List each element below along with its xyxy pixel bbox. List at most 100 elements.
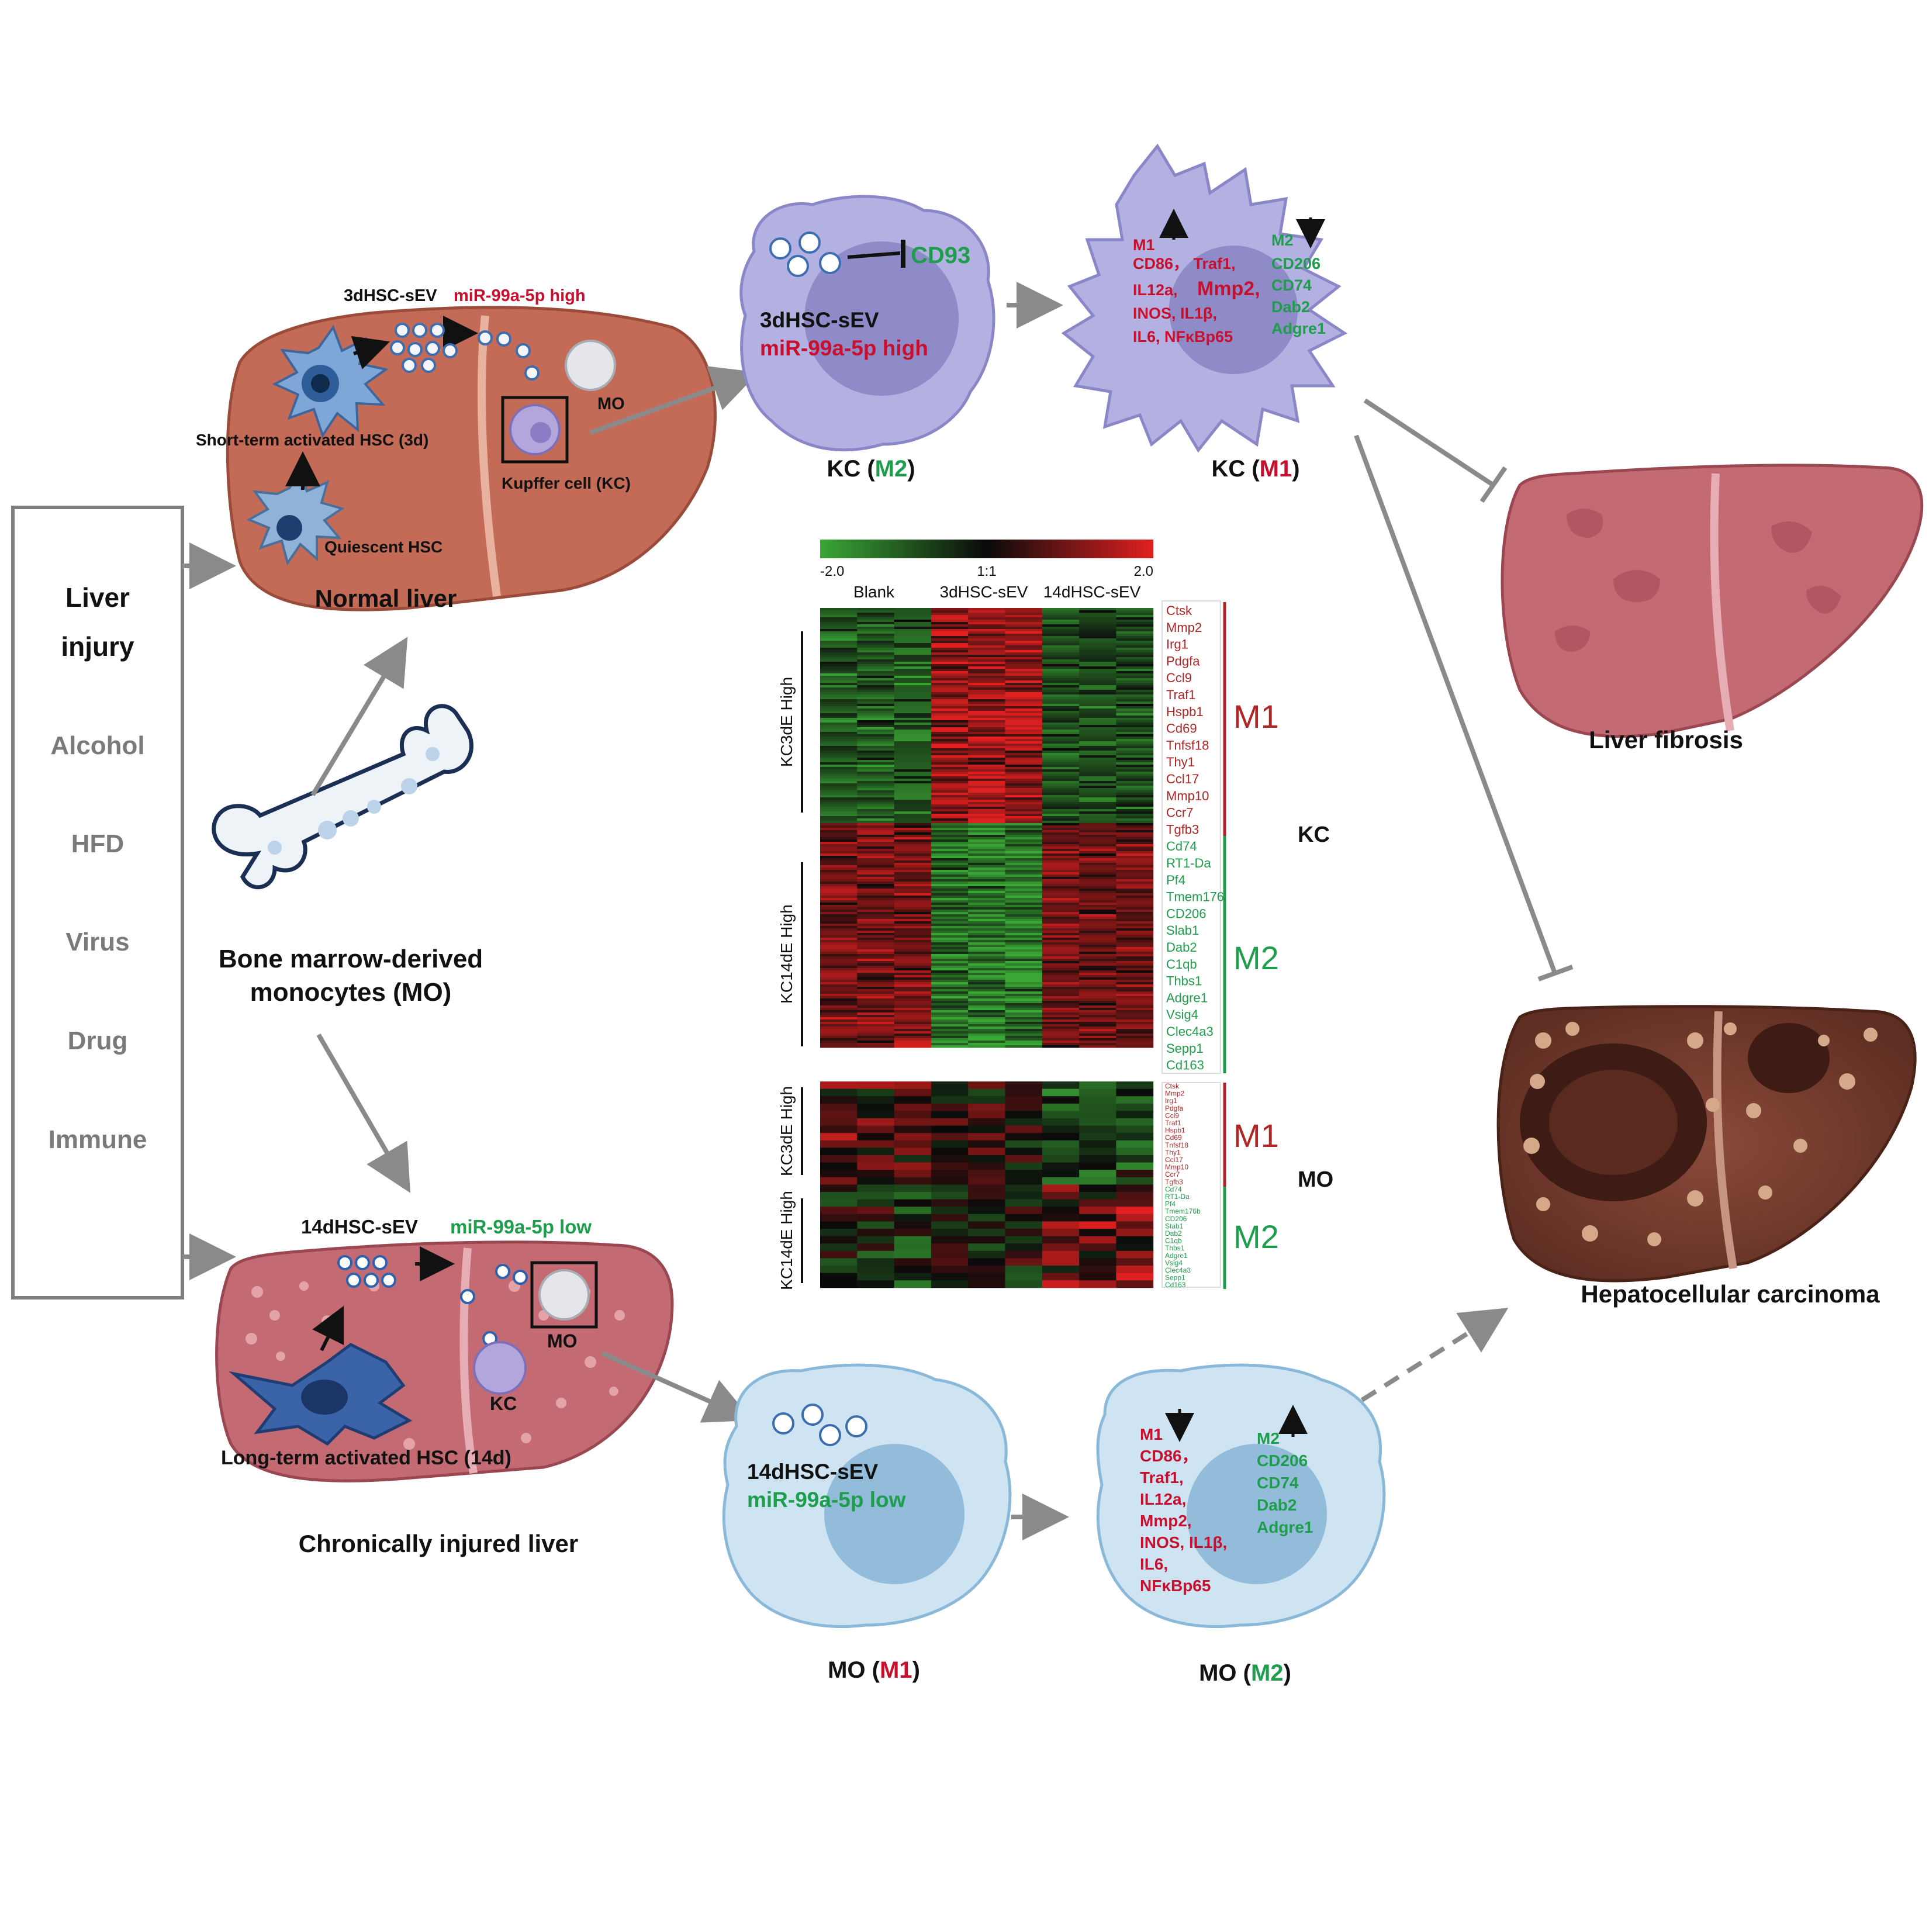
- kc-heatmap-cell: [894, 870, 932, 873]
- kc-heatmap-cell: [968, 884, 1005, 887]
- normal-sev-mirna: miR-99a-5p high: [454, 286, 586, 305]
- kc-m2-cd93: CD93: [911, 243, 970, 268]
- kc-heatmap-cell: [820, 1005, 858, 1008]
- kc-heatmap-cell: [820, 620, 858, 623]
- kc-heatmap-cell: [1116, 994, 1154, 997]
- mo-heatmap-cell: [894, 1236, 932, 1244]
- injured-mo-cell-icon: [538, 1269, 590, 1321]
- kc-heatmap-cell: [820, 655, 858, 658]
- kc-heatmap-cell: [1116, 781, 1154, 784]
- kc-heatmap-cell: [1116, 980, 1154, 983]
- kc-heatmap-cell: [1079, 793, 1116, 796]
- kc-heatmap-cell: [1079, 734, 1116, 737]
- kc-heatmap-cell: [1079, 952, 1116, 955]
- mo-group-m2-label: M2: [1233, 1218, 1279, 1255]
- kc-heatmap-cell: [857, 914, 895, 917]
- kc-heatmap-cell: [1116, 678, 1154, 681]
- kc-heatmap-cell: [1079, 903, 1116, 905]
- mo-heatmap-cell: [931, 1192, 969, 1200]
- kc-heatmap-cell: [968, 678, 1005, 681]
- kc-heatmap-cell: [894, 664, 932, 667]
- kc-heatmap-cell: [1005, 1019, 1043, 1022]
- kc-heatmap-cell: [1079, 872, 1116, 875]
- kc-heatmap-cell: [820, 758, 858, 761]
- kc-heatmap-cell: [931, 998, 969, 1001]
- kc-heatmap-cell: [857, 751, 895, 754]
- kc-heatmap-cell: [1079, 818, 1116, 821]
- kc-heatmap-cell: [820, 963, 858, 966]
- kc-heatmap-cell: [931, 662, 969, 665]
- kc-heatmap-cell: [1005, 701, 1043, 704]
- kc-heatmap-cell: [931, 868, 969, 870]
- kc-heatmap-cell: [931, 753, 969, 756]
- kc-heatmap-cell: [1005, 823, 1043, 826]
- kc-heatmap-cell: [820, 788, 858, 791]
- kc-heatmap-cell: [1042, 788, 1080, 791]
- mo-heatmap-cell: [1079, 1221, 1116, 1229]
- hcc-nodules: [1523, 1022, 1878, 1246]
- kc-heatmap-cell: [931, 730, 969, 732]
- kc-heatmap-cell: [894, 762, 932, 765]
- kc-heatmap-cell: [1079, 982, 1116, 985]
- kc-heatmap-cell: [968, 793, 1005, 796]
- kc-heatmap-cell: [1005, 802, 1043, 805]
- kc-heatmap-cell: [1079, 631, 1116, 634]
- kc-heatmap-cell: [1042, 762, 1080, 765]
- kc-heatmap-cell: [1005, 828, 1043, 831]
- kc-heatmap-cell: [820, 797, 858, 800]
- kc-heatmap-cell: [968, 910, 1005, 913]
- kc-m2-mirna: miR-99a-5p high: [760, 336, 928, 360]
- kc-heatmap-cell: [1116, 624, 1154, 627]
- kc-heatmap-cell: [1079, 942, 1116, 945]
- kc-heatmap-cell: [1079, 652, 1116, 655]
- kc-heatmap-cell: [931, 814, 969, 817]
- mo-heatmap-cell: [857, 1133, 895, 1141]
- kc-heatmap-cell: [1042, 893, 1080, 896]
- kc-heatmap-cell: [894, 680, 932, 683]
- kc-heatmap-cell: [931, 634, 969, 637]
- kc-heatmap-cell: [1042, 622, 1080, 625]
- mo-heatmap-cell: [1042, 1162, 1080, 1170]
- kc-heatmap-cell: [820, 781, 858, 784]
- kc-heatmap-cell: [931, 769, 969, 772]
- kc-heatmap-cell: [1005, 821, 1043, 824]
- kc-heatmap-cell: [1005, 690, 1043, 693]
- kc-heatmap-cell: [1116, 882, 1154, 884]
- kc-heatmap-cell: [857, 1031, 895, 1034]
- kc-heatmap-cell: [1005, 849, 1043, 852]
- mo-gene-m1: Ccr7: [1165, 1170, 1180, 1178]
- kc-heatmap-cell: [1005, 734, 1043, 737]
- kc-heatmap-cell: [931, 858, 969, 861]
- kc-heatmap-cell: [1005, 720, 1043, 723]
- mo-heatmap-cell: [1116, 1214, 1154, 1222]
- mo-heatmap-cell: [894, 1162, 932, 1170]
- kc-heatmap-cell: [968, 683, 1005, 686]
- kc-heatmap-cell: [820, 723, 858, 725]
- mo-heatmap-cell: [894, 1229, 932, 1237]
- kc-heatmap-cell: [1116, 753, 1154, 756]
- mo-heatmap-cell: [1042, 1140, 1080, 1148]
- kc-heatmap-cell: [1042, 634, 1080, 637]
- kc-heatmap-cell: [1116, 727, 1154, 730]
- kc-heatmap-cell: [820, 657, 858, 660]
- kc-m1-line-0: CD86， Traf1,: [1133, 255, 1236, 272]
- kc-heatmap-cell: [1116, 739, 1154, 742]
- normal-liver-caption: Normal liver: [315, 585, 457, 612]
- kc-heatmap-cell: [820, 868, 858, 870]
- kc-heatmap-cell: [931, 671, 969, 674]
- kc-heatmap-cell: [1005, 919, 1043, 922]
- mo-heatmap-cell: [931, 1140, 969, 1148]
- kc-heatmap-cell: [1079, 1027, 1116, 1029]
- mo-heatmap-cell: [894, 1192, 932, 1200]
- mo-heatmap-cell: [857, 1280, 895, 1288]
- kc-heatmap-cell: [968, 795, 1005, 798]
- mo-heatmap-cell: [931, 1199, 969, 1207]
- kc-heatmap-cell: [1116, 860, 1154, 863]
- kc-heatmap-cell: [1042, 1005, 1080, 1008]
- kc-heatmap-cell: [1079, 797, 1116, 800]
- kc-heatmap-cell: [931, 924, 969, 927]
- kc-heatmap-cell: [857, 959, 895, 962]
- kc-heatmap-cell: [968, 1019, 1005, 1022]
- mo-heatmap-cell: [1005, 1207, 1043, 1215]
- mo-heatmap-cell: [931, 1214, 969, 1222]
